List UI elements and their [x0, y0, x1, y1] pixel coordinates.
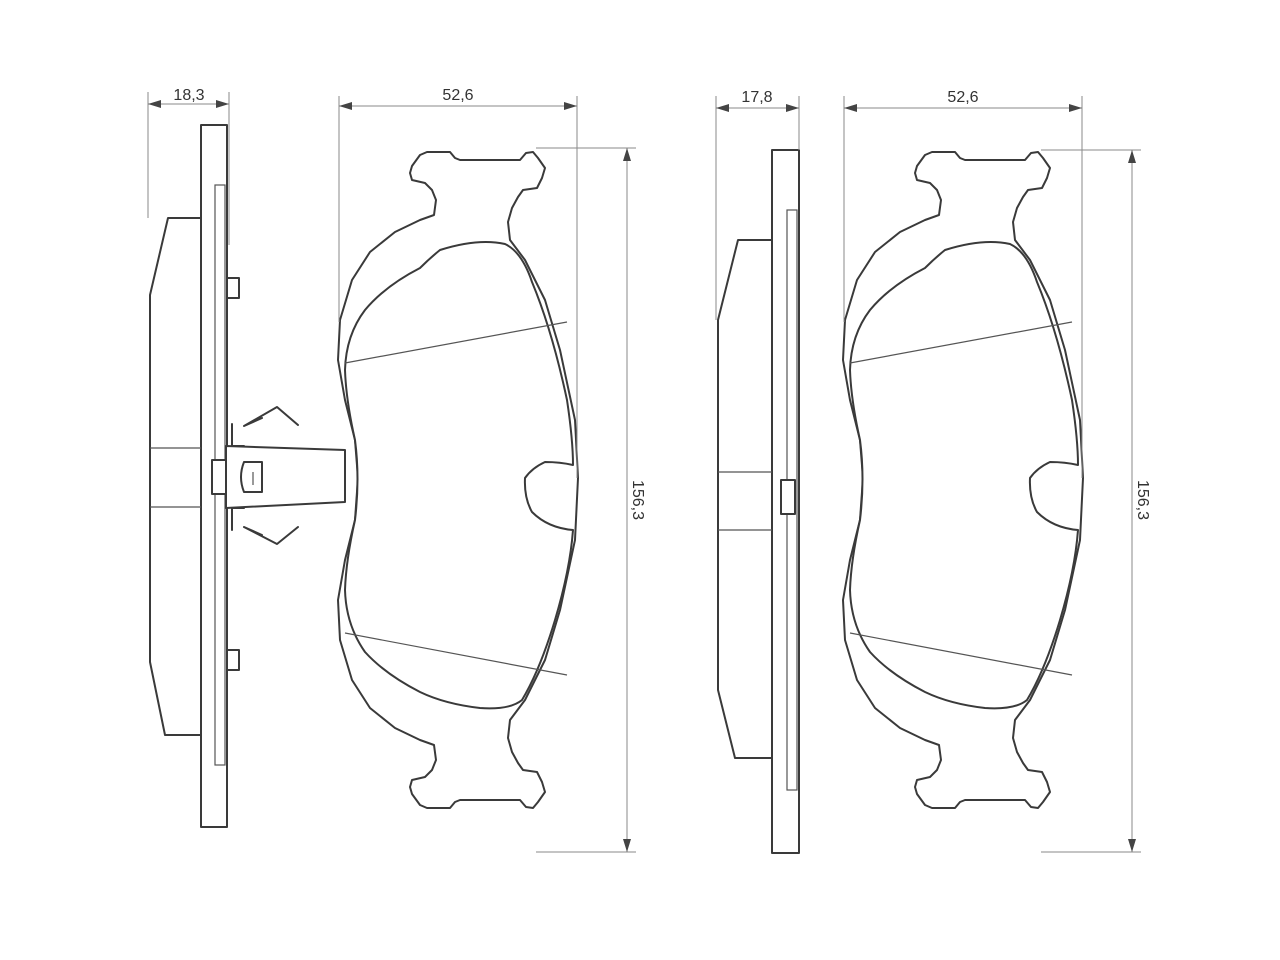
left-pad-center-rivet — [211, 459, 227, 495]
right-pad-friction-material-side — [717, 239, 773, 759]
right-pad-friction-surface — [849, 241, 1079, 710]
spring-clip-lower-arm — [231, 507, 245, 531]
left-pad-bottom-lug — [226, 649, 240, 671]
right-pad-center-rivet — [780, 479, 796, 515]
spring-clip-upper-wing — [243, 406, 299, 427]
left-height-dimension: 156,3 — [536, 147, 646, 853]
left-pad-side-view — [149, 124, 240, 828]
right-pad-width-label: 52,6 — [947, 89, 978, 106]
left-width-dimension: 52,6 — [338, 87, 578, 478]
left-pad-wear-line-bottom — [344, 632, 568, 676]
spring-clip-tip — [240, 461, 263, 493]
right-pad-thickness-label: 17,8 — [741, 89, 772, 106]
spring-clip-upper-arm — [231, 423, 245, 447]
left-pad-friction-surface — [344, 241, 574, 710]
right-pad-side-view — [717, 149, 800, 854]
right-pad-wear-line-top — [849, 321, 1073, 364]
right-pad-front-view — [842, 151, 1084, 809]
left-pad-height-label: 156,3 — [629, 480, 646, 520]
left-pad-front-view — [337, 151, 579, 809]
left-pad-width-label: 52,6 — [442, 87, 473, 104]
left-pad-top-lug — [226, 277, 240, 299]
left-pad-mid-band — [150, 447, 201, 508]
left-pad-thickness-label: 18,3 — [173, 87, 204, 104]
right-pad-mid-band — [718, 471, 772, 531]
right-pad-height-label: 156,3 — [1134, 480, 1151, 520]
left-pad-wear-line-top — [344, 321, 568, 364]
spring-clip-lower-wing — [243, 526, 299, 545]
right-height-dimension: 156,3 — [1041, 149, 1151, 853]
left-pad-friction-material-side — [149, 217, 202, 736]
left-thickness-dimension: 18,3 — [147, 87, 230, 245]
left-pad-spring-clip — [225, 406, 346, 545]
right-thickness-dimension: 17,8 — [715, 89, 800, 320]
right-pad-wear-line-bottom — [849, 632, 1073, 676]
right-width-dimension: 52,6 — [843, 89, 1083, 478]
